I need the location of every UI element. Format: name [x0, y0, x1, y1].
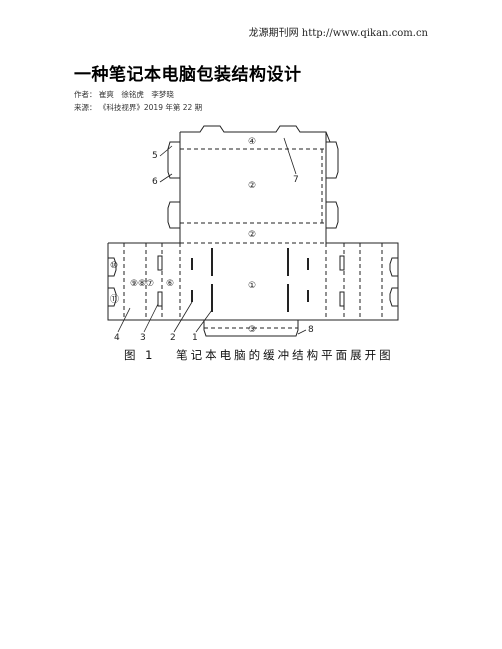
slot-left-b — [157, 291, 163, 307]
article-source: 来源： 《科技视界》2019 年第 22 期 — [74, 102, 202, 113]
label-region-1: ① — [248, 281, 256, 291]
slot-right-b — [339, 291, 345, 307]
article-title: 一种笔记本电脑包装结构设计 — [74, 65, 302, 85]
leader-8 — [297, 329, 307, 335]
source-header[interactable]: 龙源期刊网 http://www.qikan.com.cn — [248, 28, 428, 39]
label-region-3: ③ — [248, 325, 256, 335]
left-tabs-outline — [167, 141, 180, 229]
leader-4 — [117, 307, 131, 333]
label-region-9: ⑨ — [130, 279, 138, 289]
leader-2 — [173, 301, 193, 333]
box-unfold-diagram: ④ ② ② ① ③ ⑨ ⑧ ⑦ ⑥ ⑩ ⑪ 5 6 7 4 3 2 1 8 — [107, 125, 399, 343]
label-region-10: ⑩ — [110, 261, 118, 271]
label-region-2-top: ② — [248, 181, 256, 191]
article-authors: 作者： 崔爽 徐铭虎 李梦晓 — [74, 89, 174, 100]
leader-6 — [159, 173, 173, 183]
caption-number: 图 1 — [124, 348, 156, 362]
leader-1 — [195, 309, 213, 333]
label-region-6: ⑥ — [166, 279, 174, 289]
figure-caption: 图 1 笔记本电脑的缓冲结构平面展开图 — [124, 347, 394, 363]
callout-8: 8 — [308, 325, 314, 335]
leader-7 — [283, 137, 297, 175]
leader-5 — [159, 145, 173, 157]
label-region-11: ⑪ — [110, 294, 119, 305]
slot-left-a — [157, 255, 163, 271]
right-tabs-outline — [326, 141, 339, 229]
left-notch-bottom — [108, 287, 117, 307]
leader-3 — [143, 303, 159, 333]
callout-6: 6 — [152, 177, 158, 187]
top-flap-outline — [180, 125, 331, 143]
label-region-4: ④ — [248, 137, 256, 147]
callout-2: 2 — [170, 333, 176, 343]
right-notch-bottom — [389, 287, 398, 307]
callout-3: 3 — [140, 333, 146, 343]
slot-right-a — [339, 255, 345, 271]
authors-names: 崔爽 徐铭虎 李梦晓 — [98, 90, 174, 99]
source-label: 来源： — [74, 103, 97, 112]
callout-5: 5 — [152, 151, 158, 161]
label-region-2-bottom: ② — [248, 230, 256, 240]
right-notch-top — [389, 257, 398, 277]
figure-diagram: ④ ② ② ① ③ ⑨ ⑧ ⑦ ⑥ ⑩ ⑪ 5 6 7 4 3 2 1 8 — [100, 118, 406, 363]
caption-text: 笔记本电脑的缓冲结构平面展开图 — [176, 348, 394, 362]
callout-7: 7 — [293, 175, 299, 185]
callout-1: 1 — [192, 333, 198, 343]
label-region-7: ⑦ — [146, 279, 154, 289]
callout-4: 4 — [114, 333, 120, 343]
left-notch-top — [108, 257, 117, 277]
source-journal: 《科技视界》2019 年第 22 期 — [98, 103, 203, 112]
label-region-8: ⑧ — [138, 279, 146, 289]
authors-label: 作者： — [74, 90, 97, 99]
